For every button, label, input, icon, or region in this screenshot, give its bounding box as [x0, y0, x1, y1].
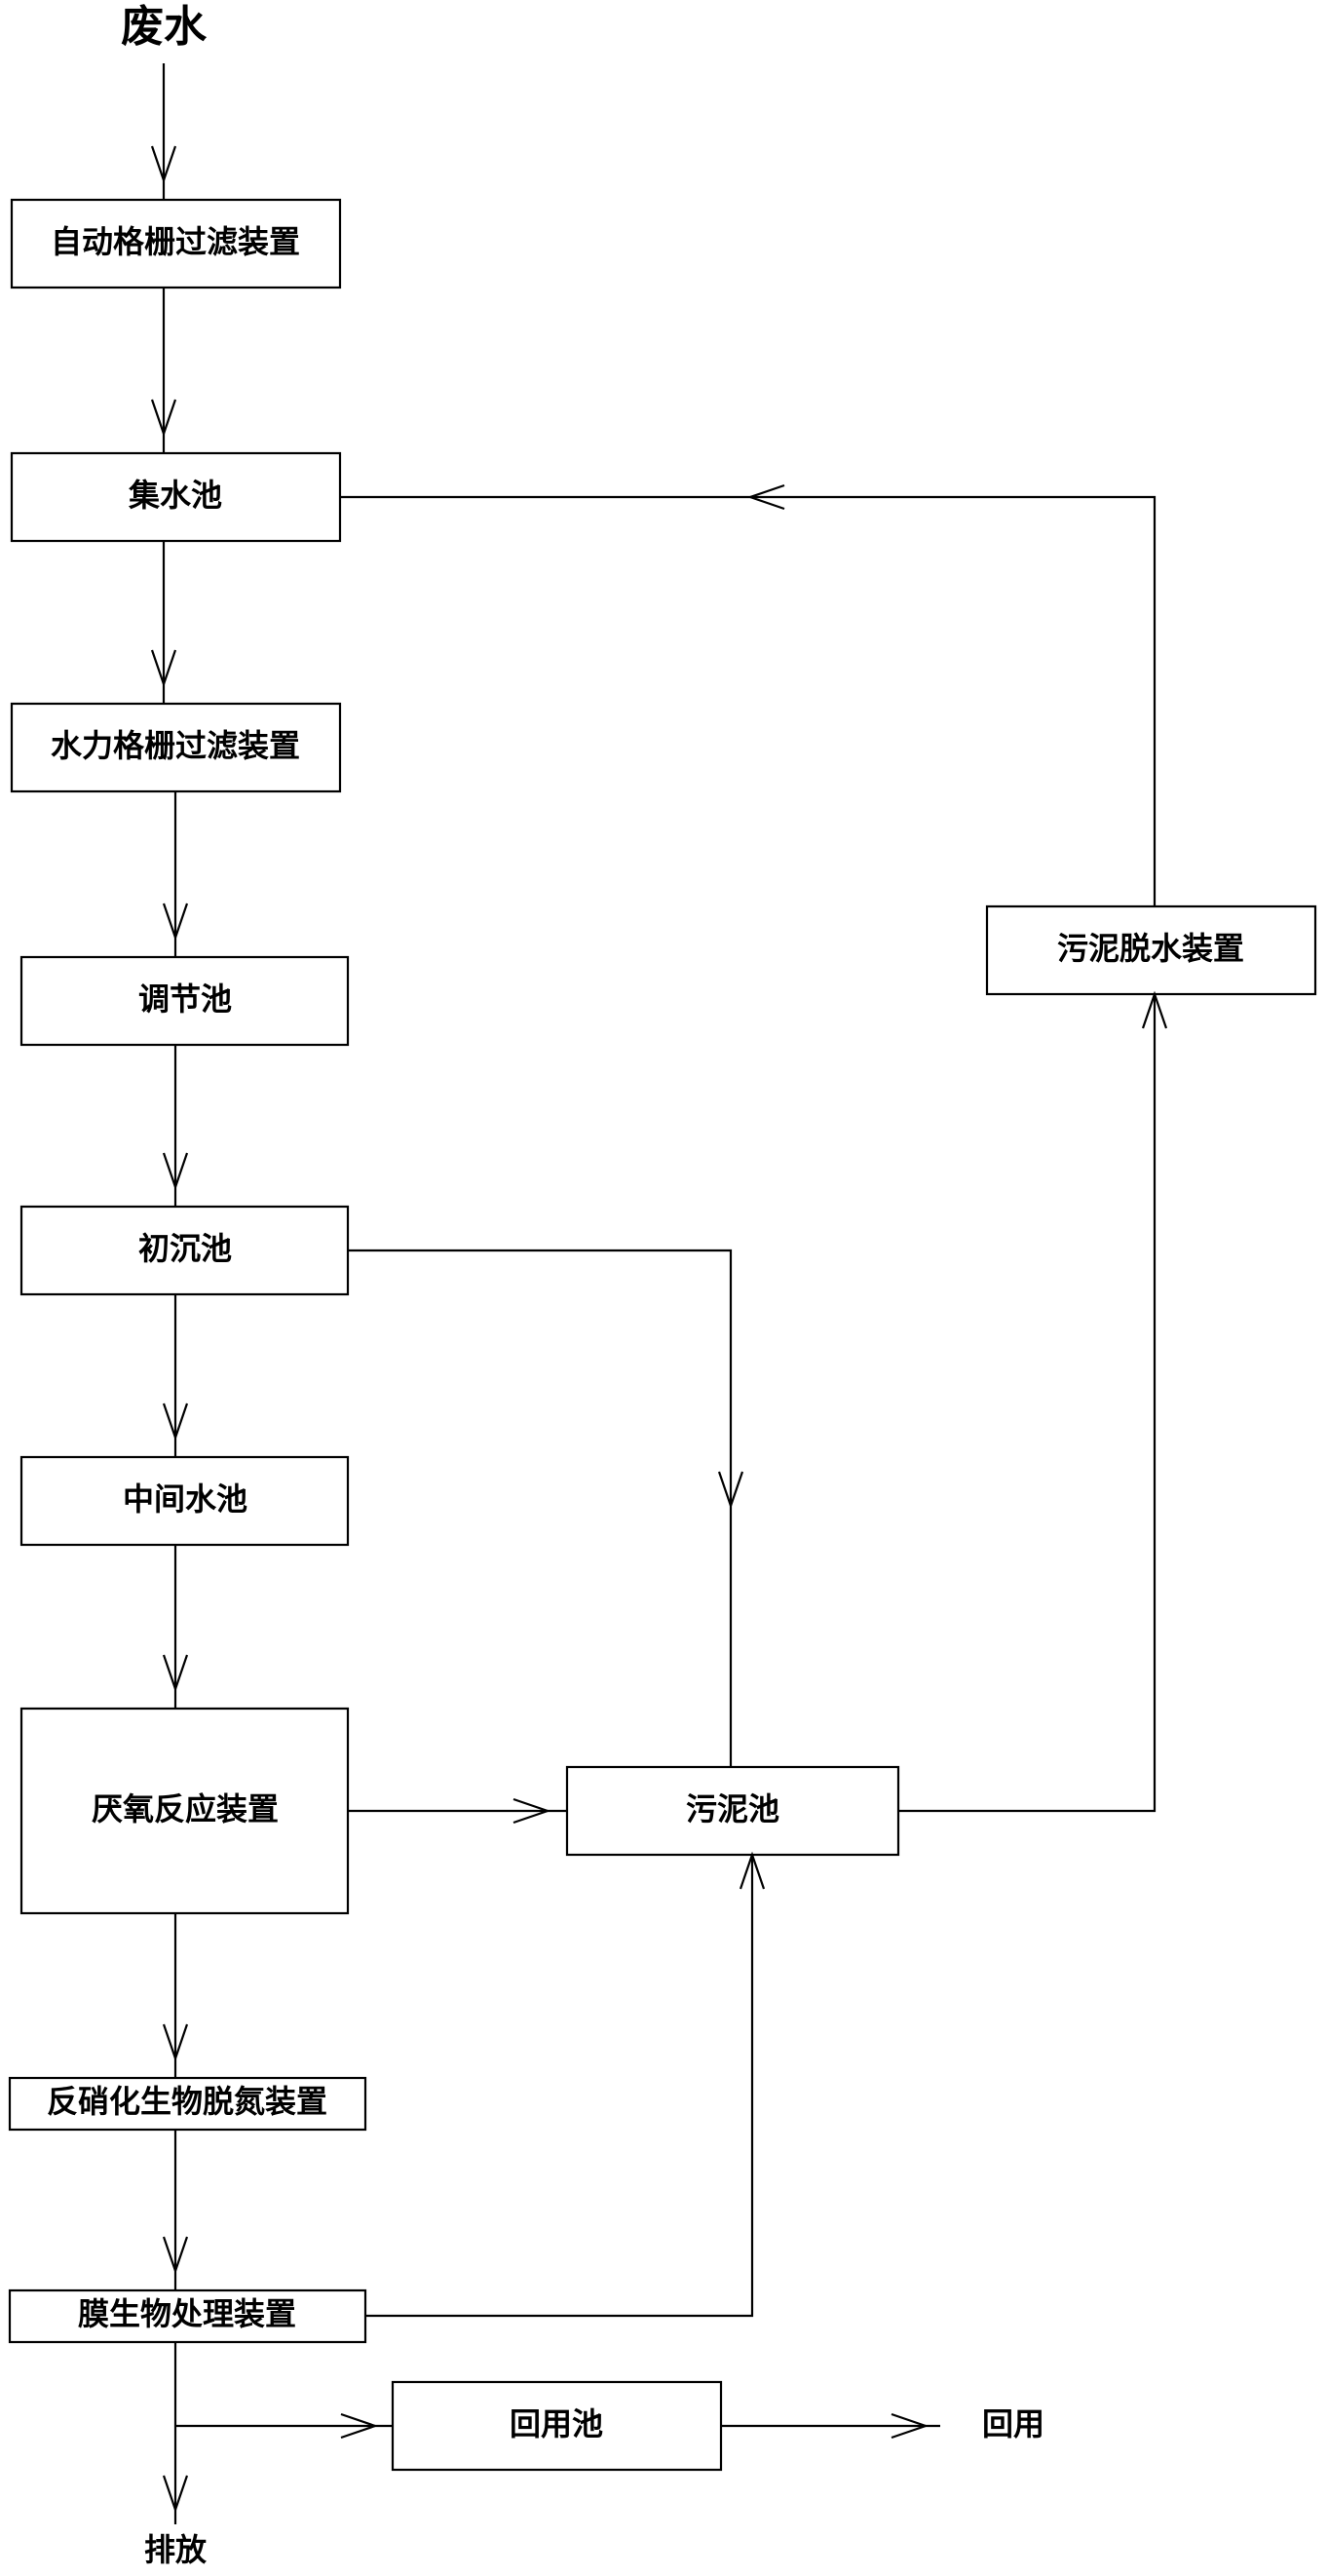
node-sludge-dewater-label: 污泥脱水装置 [1057, 930, 1244, 967]
edge-membrane-to-sludge-pool [365, 1851, 766, 2318]
edge-regulating-to-primary [162, 1045, 189, 1207]
edge-anaerobic-to-denitrification [162, 1913, 189, 2078]
node-auto-screen: 自动格栅过滤装置 [10, 198, 342, 289]
edge-auto-screen-to-collection [150, 288, 177, 453]
node-anaerobic-reactor-label: 厌氧反应装置 [92, 1790, 279, 1827]
edge-dewater-to-collection [340, 483, 1157, 906]
node-membrane-bio-label: 膜生物处理装置 [78, 2295, 296, 2332]
edge-hydraulic-to-regulating [162, 791, 189, 957]
edge-primary-to-sludge-pool [348, 1249, 744, 1767]
node-auto-screen-label: 自动格栅过滤装置 [51, 223, 300, 260]
node-sludge-dewater: 污泥脱水装置 [985, 904, 1317, 996]
node-primary-settling-label: 初沉池 [138, 1230, 232, 1267]
edge-input-to-auto-screen [150, 63, 177, 200]
node-reuse-pool-label: 回用池 [510, 2405, 603, 2442]
node-membrane-bio: 膜生物处理装置 [8, 2288, 367, 2344]
input-wastewater-label: 废水 [121, 2, 208, 52]
node-sludge-pool-label: 污泥池 [686, 1790, 779, 1827]
node-primary-settling: 初沉池 [19, 1205, 350, 1296]
node-intermediate-pool: 中间水池 [19, 1455, 350, 1547]
edge-denitrification-to-membrane [162, 2130, 189, 2290]
node-regulating-pool: 调节池 [19, 955, 350, 1047]
edge-anaerobic-to-sludge-pool [348, 1797, 567, 1825]
node-reuse-pool: 回用池 [391, 2380, 723, 2472]
node-anaerobic-reactor: 厌氧反应装置 [19, 1707, 350, 1915]
edge-reuse-pool-to-reuse [721, 2412, 940, 2440]
node-hydraulic-screen: 水力格栅过滤装置 [10, 702, 342, 793]
node-denitrification-label: 反硝化生物脱氮装置 [47, 2083, 327, 2120]
node-hydraulic-screen-label: 水力格栅过滤装置 [51, 727, 300, 764]
node-collection-pool: 集水池 [10, 451, 342, 543]
output-discharge-label: 排放 [144, 2531, 208, 2568]
edge-sludge-pool-to-dewater [898, 990, 1168, 1813]
edge-collection-to-hydraulic [150, 541, 177, 704]
output-reuse-label: 回用 [982, 2405, 1044, 2442]
node-collection-pool-label: 集水池 [128, 477, 222, 514]
node-sludge-pool: 污泥池 [565, 1765, 900, 1857]
edge-primary-to-intermediate [162, 1294, 189, 1457]
edge-membrane-to-reuse-pool [175, 2412, 393, 2440]
edge-membrane-to-discharge [162, 2342, 189, 2524]
node-denitrification: 反硝化生物脱氮装置 [8, 2076, 367, 2132]
node-intermediate-pool-label: 中间水池 [123, 1480, 247, 1518]
edge-intermediate-to-anaerobic [162, 1545, 189, 1709]
node-regulating-pool-label: 调节池 [138, 980, 232, 1018]
